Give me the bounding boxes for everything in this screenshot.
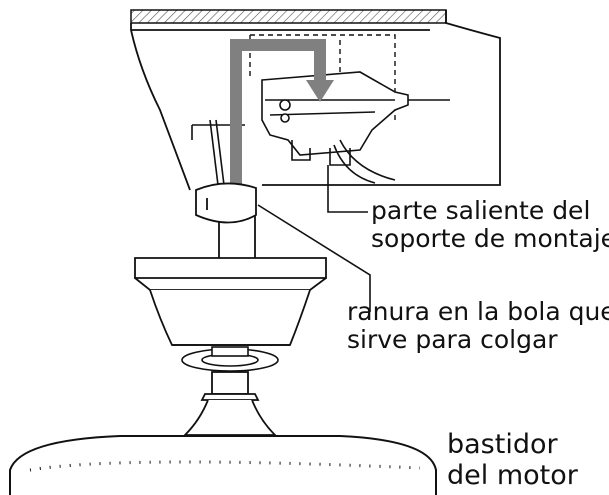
motor-shaft (182, 371, 278, 436)
ceiling-hatch (130, 9, 447, 24)
label-hanger-ball-slot-line2: sirve para colgar (347, 325, 558, 354)
label-hanger-ball-slot-line1: ranura en la bola que (347, 297, 609, 326)
downrod-assembly (195, 182, 257, 261)
ceiling-outline (130, 10, 501, 191)
label-mounting-bracket-tab-line2: soporte de montaje (371, 224, 609, 253)
mounting-bracket (261, 71, 409, 166)
label-motor-housing-line1: bastidor (447, 429, 558, 460)
label-mounting-bracket-tab-line1: parte saliente del (371, 196, 591, 225)
motor-housing (9, 435, 437, 495)
coupling-ring (181, 346, 279, 372)
leader-lines (257, 165, 371, 312)
label-motor-housing-line2: del motor (447, 460, 578, 491)
hanging-direction-arrow (230, 39, 334, 185)
canopy (134, 257, 327, 346)
